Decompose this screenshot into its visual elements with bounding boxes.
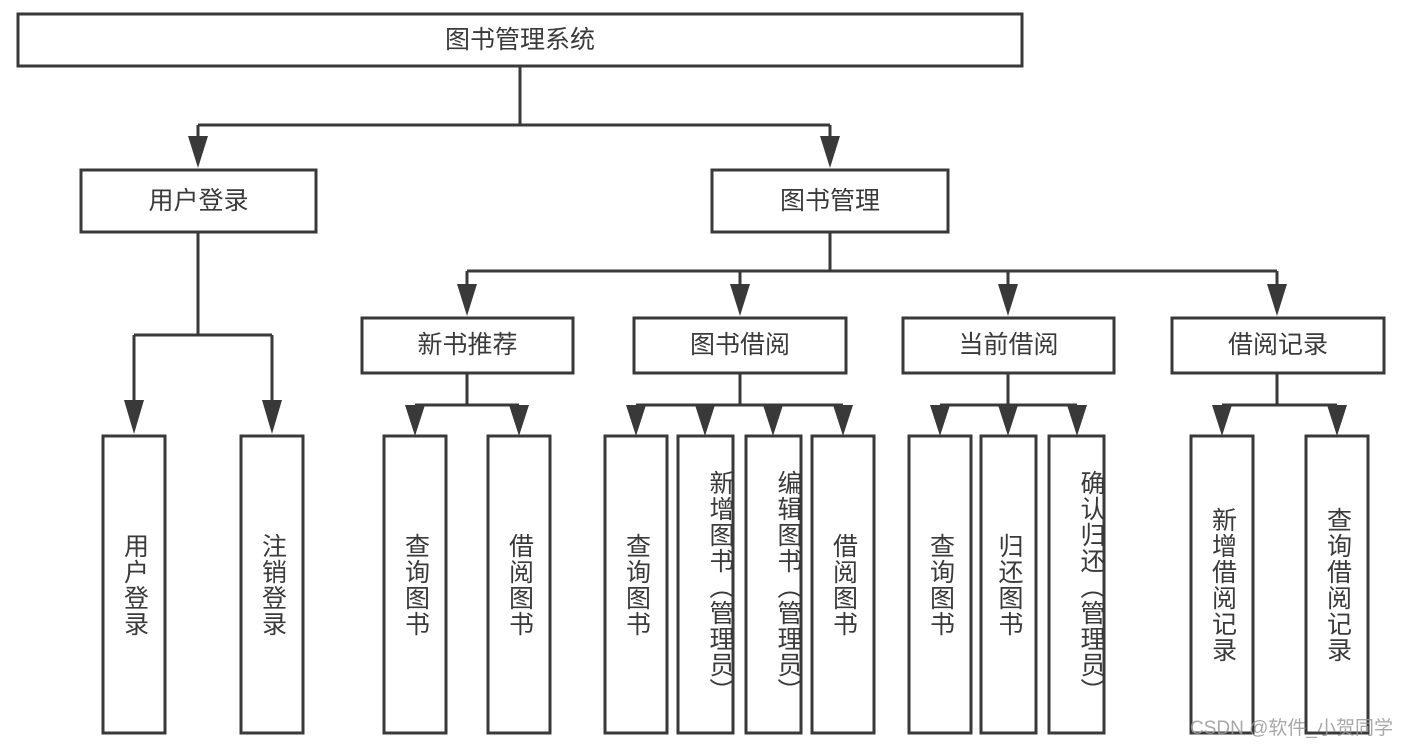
node-box-user-login[interactable] [79,168,318,234]
arrow-to-leaf-confirm-return [1067,405,1087,436]
connector-group-current-borrow [930,373,1087,436]
arrow-to-leaf-borrow-book-2 [833,405,853,436]
arrow-to-leaf-borrow-book-1 [509,405,529,436]
node-box-leaf-add-record[interactable] [1189,434,1255,735]
connector-group-book-manage [457,232,1287,316]
node-box-leaf-return-book[interactable] [979,434,1038,735]
arrow-to-leaf-user-login [124,400,144,434]
arrow-to-leaf-add-record [1212,405,1232,436]
arrow-to-book-manage [820,136,840,168]
connector-group-book-borrow [626,373,853,436]
arrow-to-leaf-add-book [695,405,715,436]
arrow-to-leaf-query-record [1327,405,1347,436]
csdn-watermark: CSDN @软件_小贺同学 [1190,718,1393,739]
arrow-to-leaf-return-book [998,405,1018,436]
node-box-leaf-query-book-2[interactable] [603,434,669,735]
arrow-to-current-borrow [998,284,1018,316]
node-box-borrow-record[interactable] [1170,316,1386,375]
node-box-new-book-recommend[interactable] [360,316,575,375]
connector-group-borrow-record [1212,373,1347,436]
node-box-current-borrow[interactable] [901,316,1116,375]
node-box-leaf-confirm-return[interactable] [1047,434,1106,735]
node-box-leaf-logout-login[interactable] [239,434,305,735]
arrow-to-leaf-edit-book [763,405,783,436]
arrow-to-leaf-query-book-3 [930,405,950,436]
node-box-book-manage[interactable] [710,168,950,234]
arrow-to-user-login [188,136,208,168]
node-box-leaf-query-record[interactable] [1304,434,1370,735]
arrow-to-book-borrow [730,284,750,316]
arrow-to-leaf-query-book-2 [626,405,646,436]
node-box-leaf-add-book[interactable] [676,434,735,735]
node-box-book-borrow[interactable] [632,316,848,375]
node-box-root[interactable] [16,12,1024,68]
arrow-to-new-book-recommend [457,284,477,316]
node-box-leaf-query-book-3[interactable] [907,434,973,735]
arrow-to-leaf-query-book-1 [405,405,425,436]
node-box-leaf-edit-book[interactable] [744,434,803,735]
node-box-leaf-borrow-book-1[interactable] [486,434,552,735]
node-box-leaf-query-book-1[interactable] [382,434,448,735]
connector-group-root [188,66,840,168]
connector-group-new-book-recommend [405,373,529,436]
node-box-leaf-borrow-book-2[interactable] [810,434,876,735]
node-box-leaf-user-login[interactable] [101,434,167,735]
arrow-to-leaf-logout-login [262,400,282,434]
arrow-to-borrow-record [1267,284,1287,316]
connector-group-user-login [124,232,282,434]
